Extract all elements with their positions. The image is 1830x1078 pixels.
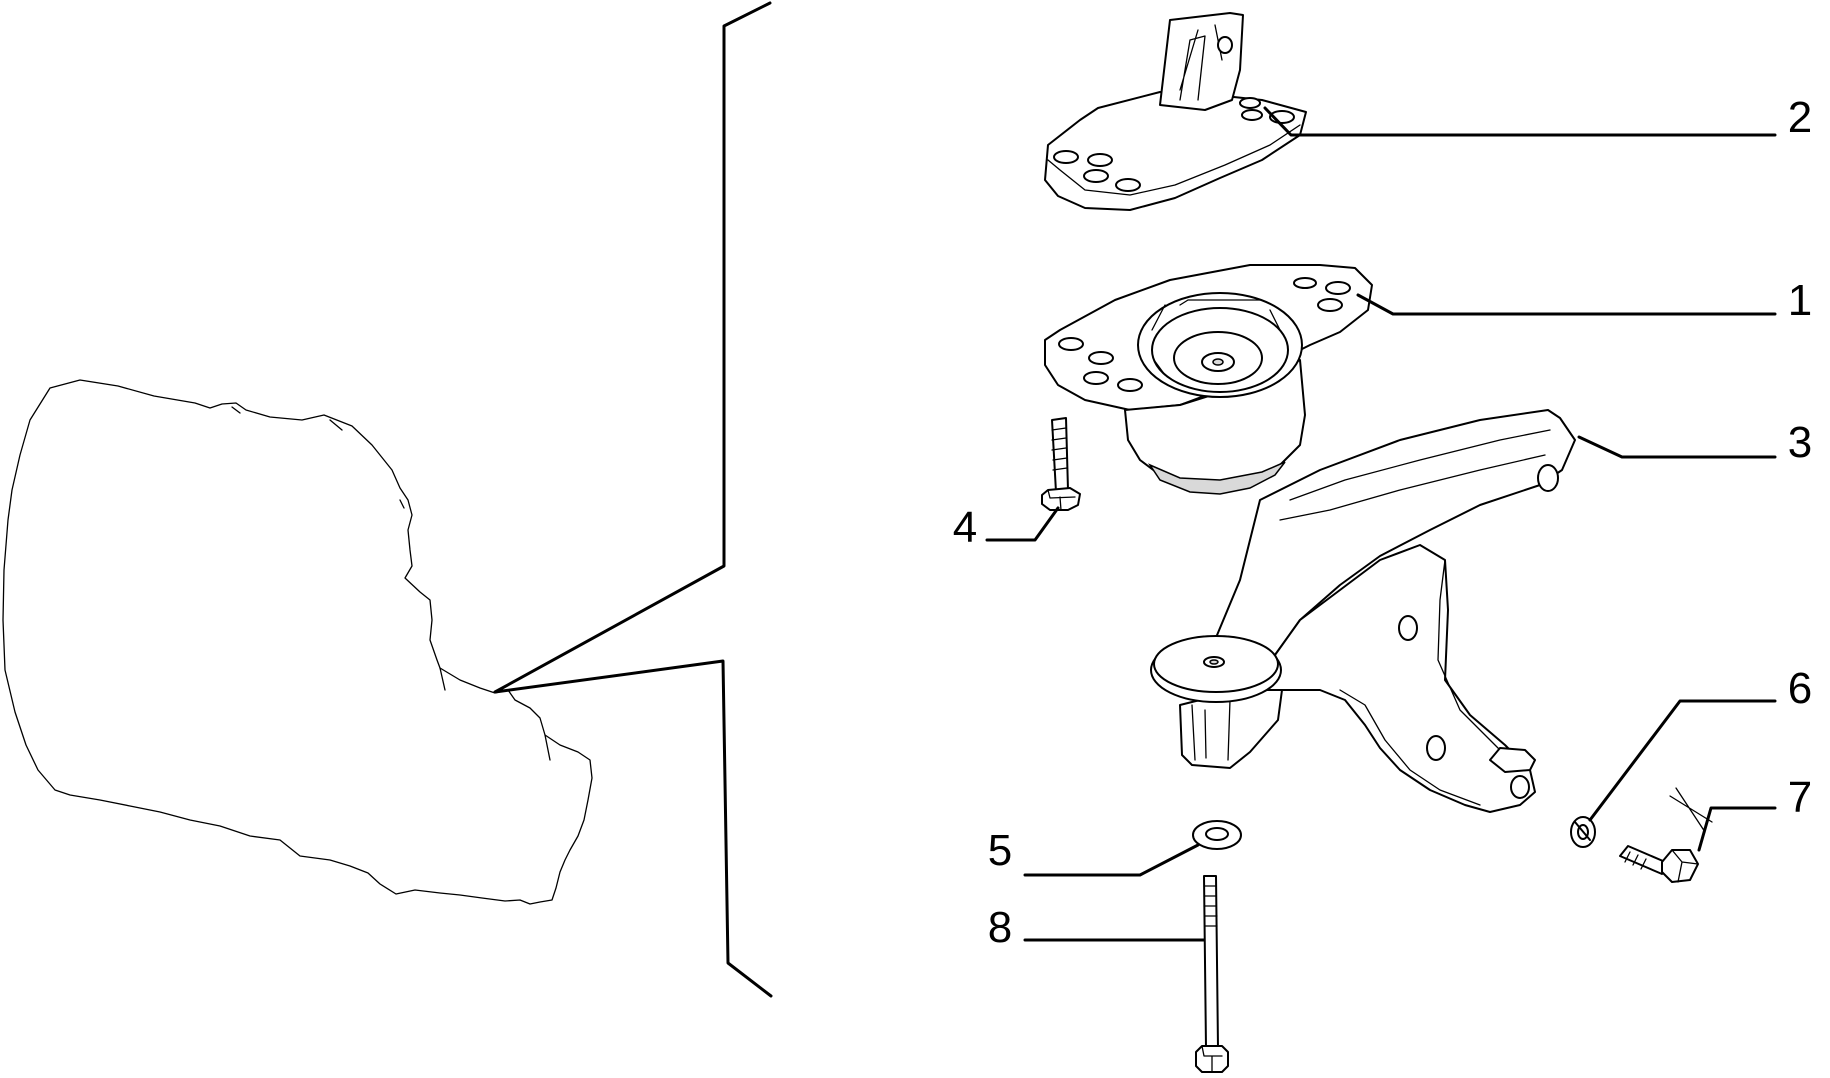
part-5-washer bbox=[1192, 820, 1242, 850]
callout-leaders bbox=[985, 106, 1777, 942]
part-8-long-bolt bbox=[1195, 875, 1229, 1073]
part-1-engine-mount bbox=[1044, 264, 1373, 495]
callout-1: 1 bbox=[1788, 276, 1812, 325]
detail-bracket bbox=[493, 1, 773, 998]
part-3-support-bracket bbox=[1150, 409, 1576, 813]
callout-6: 6 bbox=[1788, 664, 1812, 713]
callout-4: 4 bbox=[953, 503, 977, 552]
part-7-hex-bolt bbox=[1619, 845, 1699, 883]
callout-7: 7 bbox=[1788, 773, 1812, 822]
part-4-flange-bolt bbox=[1041, 417, 1081, 511]
part-6-spring-washer bbox=[1570, 816, 1596, 848]
part-2-plate bbox=[1044, 12, 1307, 211]
gearbox-outline bbox=[2, 379, 593, 905]
callout-2: 2 bbox=[1788, 93, 1812, 142]
callout-3: 3 bbox=[1788, 418, 1812, 467]
callout-numbers: 2 1 3 4 6 7 5 8 bbox=[953, 93, 1812, 952]
callout-5: 5 bbox=[988, 826, 1012, 875]
callout-8: 8 bbox=[988, 903, 1012, 952]
